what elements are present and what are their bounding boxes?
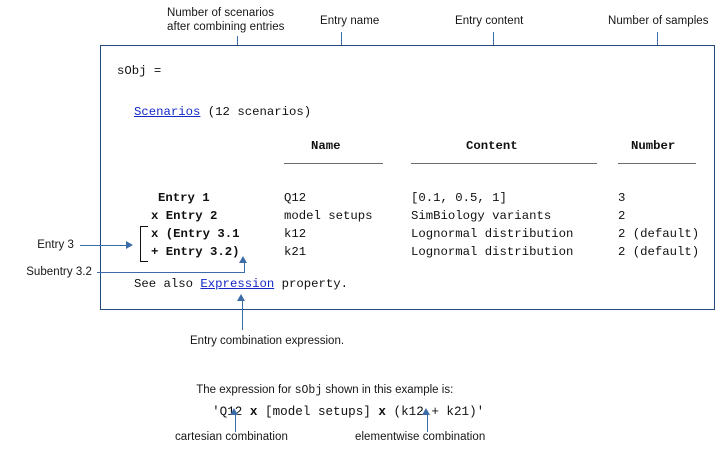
row-name: k12: [284, 227, 307, 241]
arrow-entry-3: [126, 241, 133, 249]
scenarios-link[interactable]: Scenarios: [134, 105, 201, 119]
console-prompt-line: sObj =: [117, 64, 162, 78]
row-label: x (Entry 3.1: [151, 227, 240, 241]
annotation-elementwise-combination: elementwise combination: [355, 431, 486, 443]
arrow-cartesian: [230, 408, 238, 415]
column-rule-name: [284, 163, 383, 164]
explanation-prefix: The expression for: [196, 384, 295, 396]
row-name: k21: [284, 245, 307, 259]
annotation-entry-name: Entry name: [320, 15, 380, 27]
row-name: Q12: [284, 191, 307, 205]
row-label: Entry 1: [158, 191, 210, 205]
row-number: 2 (default): [618, 227, 700, 241]
expression-operator-cartesian: x: [249, 405, 258, 419]
row-content: [0.1, 0.5, 1]: [411, 191, 507, 205]
row-label: x Entry 2: [151, 209, 218, 223]
annotation-expression-note: Entry combination expression.: [190, 335, 345, 347]
leader-line-subentry-3-2-riser: [244, 262, 245, 273]
explanation-suffix: shown in this example is:: [322, 384, 454, 396]
arrow-expression-note: [237, 294, 245, 301]
annotation-entry-3: Entry 3: [37, 239, 74, 251]
annotation-cartesian-combination: cartesian combination: [175, 431, 288, 443]
expression-post: (k12 + k21)': [385, 405, 485, 419]
explanation-sobj: sObj: [294, 384, 323, 397]
expression-link[interactable]: Expression: [200, 277, 275, 291]
row-content: SimBiology variants: [411, 209, 552, 223]
expression-literal: 'Q12 x [model setups] x (k12 + k21)': [197, 391, 484, 419]
console-output-box: sObj = Scenarios (12 scenarios) Name Con…: [100, 45, 715, 310]
see-also-suffix: property.: [274, 277, 349, 291]
row-content: Lognormal distribution: [411, 245, 574, 259]
leader-line-expression-note: [242, 300, 243, 330]
column-rule-content: [411, 163, 597, 164]
expression-operator-elementwise: x: [378, 405, 386, 419]
see-also-line: See also Expression property.: [134, 274, 348, 292]
column-rule-number: [618, 163, 696, 164]
annotation-number-of-samples: Number of samples: [608, 15, 709, 27]
explanation-line: The expression for sObj shown in this ex…: [190, 372, 453, 397]
arrow-elementwise: [422, 408, 430, 415]
annotation-entry-content: Entry content: [455, 15, 524, 27]
leader-line-subentry-3-2: [97, 272, 245, 273]
see-also-prefix: See also: [134, 277, 201, 291]
row-number: 3: [618, 191, 626, 205]
column-header-number: Number: [631, 139, 676, 153]
leader-line-elementwise: [427, 414, 428, 432]
leader-line-cartesian: [235, 414, 236, 432]
column-header-name: Name: [311, 139, 341, 153]
column-header-content: Content: [466, 139, 518, 153]
expression-mid: [model setups]: [257, 405, 379, 419]
row-label: + Entry 3.2): [151, 245, 240, 259]
row-name: model setups: [284, 209, 373, 223]
entry3-grouping-bracket: [140, 226, 148, 262]
row-number: 2 (default): [618, 245, 700, 259]
row-number: 2: [618, 209, 626, 223]
arrow-subentry-3-2: [239, 256, 247, 263]
scenarios-count-text: (12 scenarios): [200, 105, 312, 119]
row-content: Lognormal distribution: [411, 227, 574, 241]
annotation-scenarios-count: Number of scenarios after combining entr…: [167, 7, 285, 33]
scenarios-line: Scenarios (12 scenarios): [134, 102, 311, 120]
annotation-subentry-3-2: Subentry 3.2: [26, 266, 92, 278]
leader-line-entry-3: [80, 245, 127, 246]
